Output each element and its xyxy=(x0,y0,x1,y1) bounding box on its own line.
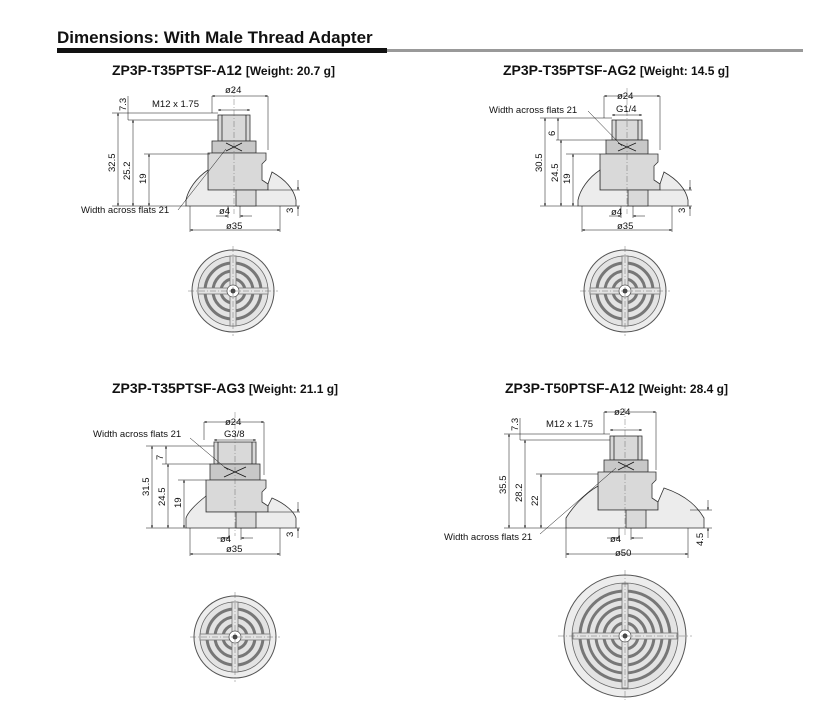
dim-small: 4.5 xyxy=(695,533,706,546)
dim-pad-dia: ø50 xyxy=(615,548,631,559)
page-title: Dimensions: With Male Thread Adapter xyxy=(57,28,373,47)
dim-top-dia: ø24 xyxy=(225,417,241,428)
model-name: ZP3P-T35PTSF-A12 xyxy=(112,62,242,78)
dim-thread: G1/4 xyxy=(616,104,637,115)
dim-top-dia: ø24 xyxy=(225,85,241,96)
dim-small: 3 xyxy=(677,208,688,213)
model-title-a12-50: ZP3P-T50PTSF-A12 [Weight: 28.4 g] xyxy=(505,380,728,396)
dim-small: 3 xyxy=(285,532,296,537)
dim-top-dia: ø24 xyxy=(614,407,630,418)
model-title-ag2-35: ZP3P-T35PTSF-AG2 [Weight: 14.5 g] xyxy=(503,62,729,78)
dim-h1: 7.3 xyxy=(510,418,521,431)
bottom-view-a12-50 xyxy=(558,570,692,702)
dim-bore: ø4 xyxy=(220,534,231,545)
title-rule xyxy=(57,48,803,53)
dim-pad-dia: ø35 xyxy=(226,221,242,232)
dim-h4: 19 xyxy=(138,173,149,184)
dim-h3: 24.5 xyxy=(550,164,561,183)
bottom-view-ag2-35 xyxy=(580,246,670,336)
model-title-ag3-35: ZP3P-T35PTSF-AG3 [Weight: 21.1 g] xyxy=(112,380,338,396)
dim-h4: 19 xyxy=(173,497,184,508)
dim-h3: 28.2 xyxy=(514,484,525,503)
side-view-ag2-35 xyxy=(540,88,692,232)
dim-thread: M12 x 1.75 xyxy=(152,99,199,110)
model-name: ZP3P-T35PTSF-AG2 xyxy=(503,62,637,78)
dim-h2: 31.5 xyxy=(141,478,152,497)
bottom-view-a12-35 xyxy=(188,246,278,336)
dim-h4: 19 xyxy=(562,173,573,184)
model-weight: [Weight: 28.4 g] xyxy=(638,382,728,396)
dim-h2: 30.5 xyxy=(534,154,545,173)
dim-h4: 22 xyxy=(530,495,541,506)
dim-bore: ø4 xyxy=(611,207,622,218)
dim-thread: M12 x 1.75 xyxy=(546,419,593,430)
dim-h1: 7.3 xyxy=(118,98,129,111)
dim-pad-dia: ø35 xyxy=(226,544,242,555)
model-weight: [Weight: 20.7 g] xyxy=(245,64,335,78)
side-view-ag3-35 xyxy=(146,412,300,556)
model-weight: [Weight: 21.1 g] xyxy=(248,382,339,396)
label-width-across-flats: Width across flats 21 xyxy=(93,429,181,440)
dim-top-dia: ø24 xyxy=(617,91,633,102)
side-view-a12-35 xyxy=(112,88,300,232)
dim-bore: ø4 xyxy=(219,206,230,217)
dim-h2: 32.5 xyxy=(107,154,118,173)
model-name: ZP3P-T50PTSF-A12 xyxy=(505,380,635,396)
dim-bore: ø4 xyxy=(610,534,621,545)
dim-pad-dia: ø35 xyxy=(617,221,633,232)
dim-small: 3 xyxy=(285,208,296,213)
bottom-view-ag3-35 xyxy=(190,592,280,682)
dim-h3: 24.5 xyxy=(157,488,168,507)
dim-h1: 6 xyxy=(547,131,558,136)
label-width-across-flats: Width across flats 21 xyxy=(489,105,577,116)
model-weight: [Weight: 14.5 g] xyxy=(639,64,730,78)
model-name: ZP3P-T35PTSF-AG3 xyxy=(112,380,246,396)
side-view-a12-50 xyxy=(504,408,712,558)
label-width-across-flats: Width across flats 21 xyxy=(81,205,169,216)
label-width-across-flats: Width across flats 21 xyxy=(444,532,532,543)
dim-h1: 7 xyxy=(155,455,166,460)
dim-h2: 35.5 xyxy=(498,476,509,495)
dim-thread: G3/8 xyxy=(224,429,245,440)
model-title-a12-35: ZP3P-T35PTSF-A12 [Weight: 20.7 g] xyxy=(112,62,335,78)
dim-h3: 25.2 xyxy=(122,162,133,181)
